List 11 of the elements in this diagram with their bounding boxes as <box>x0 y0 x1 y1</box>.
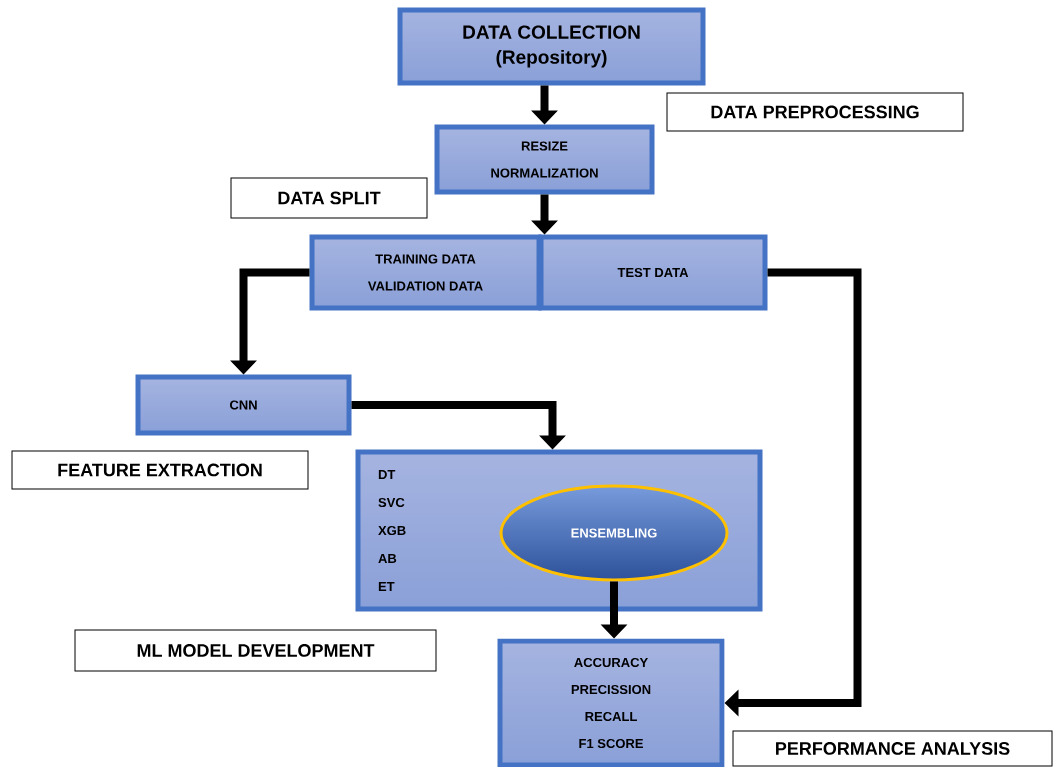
stage-label-box: FEATURE EXTRACTION <box>11 450 309 490</box>
process-box: RESIZE NORMALIZATION <box>434 124 655 195</box>
process-box: DATA COLLECTION (Repository) <box>397 7 706 86</box>
process-box: ACCURACY PRECISSION RECALL F1 SCORE <box>497 638 725 767</box>
process-box: TRAINING DATA VALIDATION DATA <box>309 234 542 311</box>
process-box: TEST DATA <box>538 234 768 311</box>
stage-label-box: DATA SPLIT <box>230 177 428 219</box>
stage-label-box: PERFORMANCE ANALYSIS <box>732 730 1053 767</box>
stage-label-box: DATA PREPROCESSING <box>666 92 964 132</box>
stage-label-box: ML MODEL DEVELOPMENT <box>74 629 437 672</box>
process-box: CNN <box>135 374 352 436</box>
